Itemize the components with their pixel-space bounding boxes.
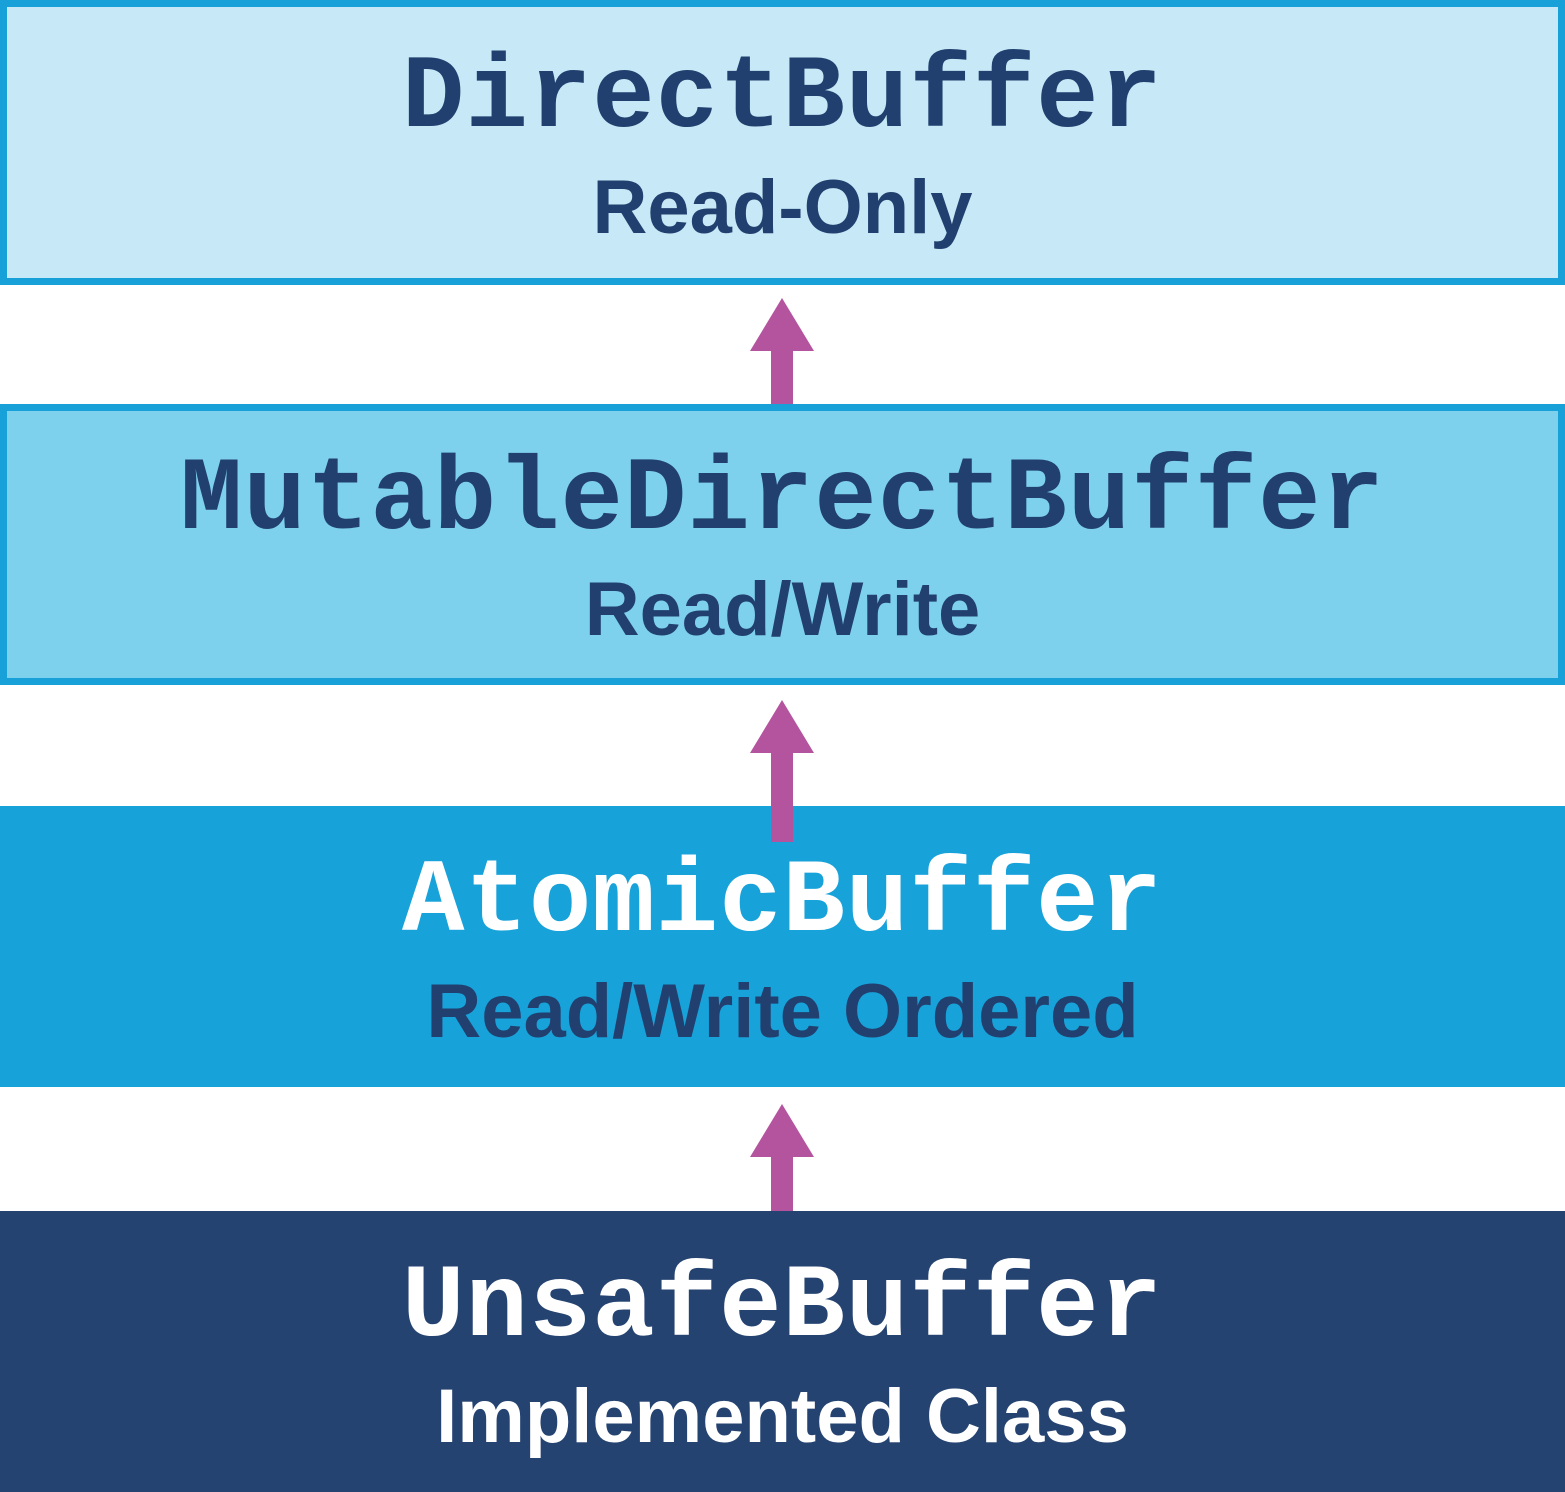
up-arrow <box>750 1104 814 1211</box>
up-arrow <box>750 700 814 842</box>
box-subtitle: Implemented Class <box>436 1373 1129 1459</box>
box-directbuffer: DirectBuffer Read-Only <box>0 0 1565 285</box>
box-title: DirectBuffer <box>402 39 1163 158</box>
box-title: UnsafeBuffer <box>402 1248 1163 1367</box>
box-subtitle: Read-Only <box>592 164 973 250</box>
box-atomicbuffer: AtomicBuffer Read/Write Ordered <box>0 806 1565 1087</box>
box-subtitle: Read/Write <box>584 566 981 652</box>
box-mutabledirectbuffer: MutableDirectBuffer Read/Write <box>0 404 1565 685</box>
box-subtitle: Read/Write Ordered <box>426 968 1139 1054</box>
box-unsafebuffer: UnsafeBuffer Implemented Class <box>0 1211 1565 1492</box>
up-arrow <box>750 298 814 404</box>
box-title: MutableDirectBuffer <box>180 441 1385 560</box>
box-title: AtomicBuffer <box>402 843 1163 962</box>
